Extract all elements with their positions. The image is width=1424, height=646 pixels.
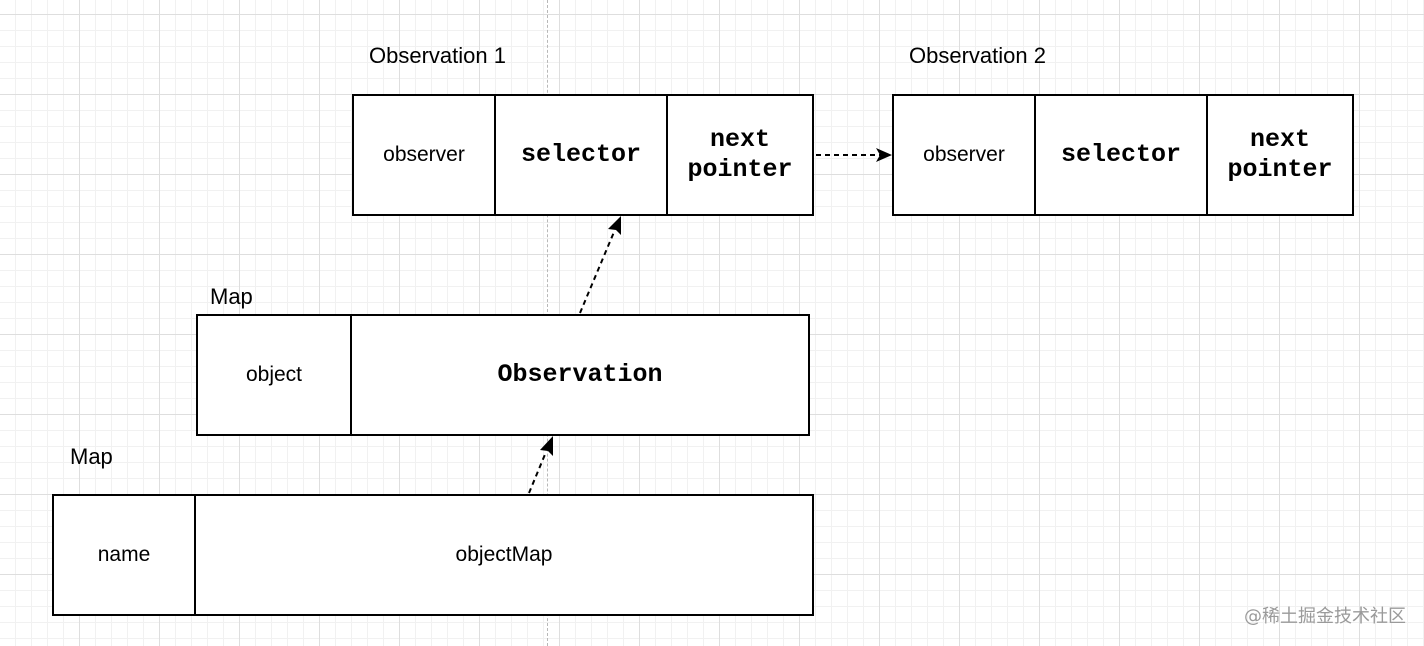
name-map-key-cell: name (97, 543, 151, 566)
observation-1-title: Observation 1 (369, 43, 506, 68)
observation-1-selector-cell: selector (494, 96, 666, 214)
observation-1-record[interactable]: observer selector next pointer (352, 94, 814, 216)
name-map-record[interactable]: name objectMap (52, 494, 814, 616)
observation-2-record[interactable]: observer selector next pointer (892, 94, 1354, 216)
arrow-objectmap-to-object-map (528, 436, 553, 494)
arrow-observation-value-to-selector (579, 216, 621, 314)
arrow-next-pointer-to-observation-2 (816, 148, 892, 162)
observation-2-next-pointer-cell: next pointer (1206, 96, 1352, 214)
observation-2-title: Observation 2 (909, 43, 1046, 68)
watermark: @稀土掘金技术社区 (1244, 606, 1406, 627)
object-map-title: Map (210, 284, 253, 309)
observation-1-observer-cell: observer (383, 143, 465, 166)
name-map-title: Map (70, 444, 113, 469)
observation-1-next-pointer-cell: next pointer (666, 96, 812, 214)
name-map-value-cell: objectMap (194, 496, 812, 614)
observation-2-observer-cell: observer (923, 143, 1005, 166)
object-map-key-cell: object (245, 363, 303, 386)
observation-2-selector-cell: selector (1034, 96, 1206, 214)
object-map-record[interactable]: object Observation (196, 314, 810, 436)
object-map-value-cell: Observation (350, 316, 808, 434)
